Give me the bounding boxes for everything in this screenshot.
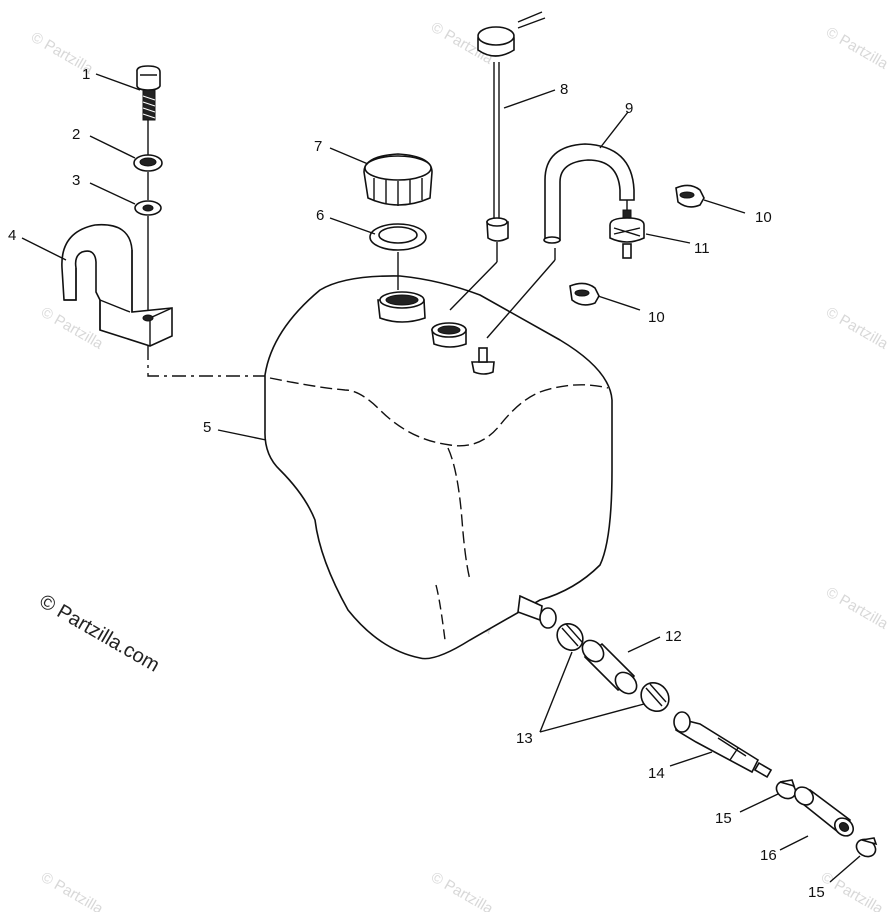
vent-valve (609, 209, 645, 259)
fuel-cap (363, 153, 433, 206)
copyright-notice: © Partzilla.com (36, 590, 164, 676)
callout-10: 10 (648, 309, 665, 326)
hose-clamp (640, 681, 670, 713)
hose-clamp (569, 282, 600, 306)
cap-gasket (369, 223, 427, 251)
flat-washer (134, 200, 162, 216)
callout-11: 11 (694, 240, 710, 257)
tank-sender-port (431, 322, 467, 348)
watermark: © Partzilla (823, 584, 891, 633)
bracket (61, 223, 173, 347)
hose-clamp (775, 779, 797, 800)
fuel-hose (581, 639, 638, 695)
watermark: © Partzilla (38, 304, 106, 353)
callout-7: 7 (314, 138, 322, 155)
fuel-filter (673, 711, 773, 779)
bolt (136, 65, 161, 121)
tank-filler-neck (377, 291, 426, 323)
leader-lines (21, 73, 861, 883)
watermark: © Partzilla (428, 869, 496, 912)
vent-hose (543, 143, 635, 244)
lock-washer (133, 154, 163, 172)
callout-12: 12 (665, 628, 682, 645)
callout-5: 5 (203, 419, 211, 436)
tank-outlet-fitting (517, 594, 557, 629)
hose-clamp (675, 184, 705, 208)
hose-clamp (855, 837, 878, 858)
watermark: © Partzilla (38, 869, 106, 912)
callout-3: 3 (72, 172, 80, 189)
watermark: © Partzilla (818, 869, 886, 912)
hose-clamp (556, 622, 584, 652)
callout-2: 2 (72, 126, 80, 143)
callout-1: 1 (82, 66, 90, 83)
callout-8: 8 (560, 81, 568, 98)
callout-13: 13 (516, 730, 533, 747)
callout-16: 16 (760, 847, 777, 864)
callout-9: 9 (625, 100, 633, 117)
watermark: © Partzilla (823, 24, 891, 73)
fuel-gauge-sender (477, 11, 546, 242)
watermark: © Partzilla (823, 304, 891, 353)
fuel-tank (264, 275, 613, 660)
callout-15: 15 (808, 884, 825, 901)
fuel-hose (793, 786, 855, 837)
callout-4: 4 (8, 227, 16, 244)
callout-6: 6 (316, 207, 324, 224)
tank-vent-fitting (471, 347, 495, 375)
callout-10: 10 (755, 209, 772, 226)
callout-14: 14 (648, 765, 665, 782)
callout-15: 15 (715, 810, 732, 827)
